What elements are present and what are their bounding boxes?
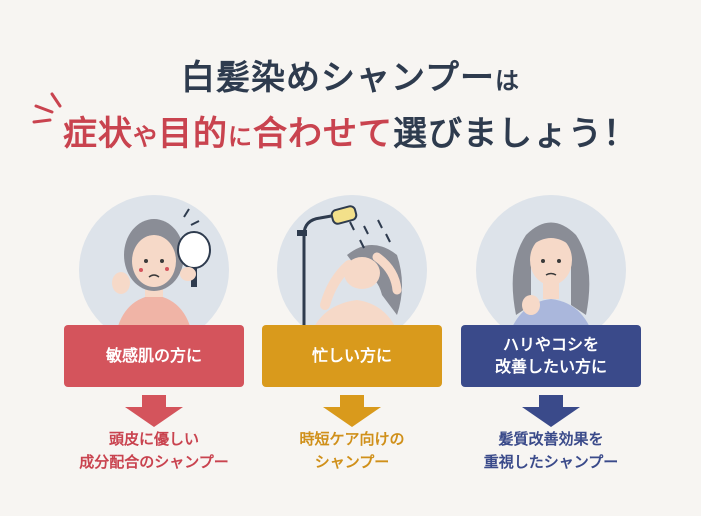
caption-line: 髪質改善効果を [498,430,604,448]
label-elasticity: ハリやコシを 改善したい方に [461,325,641,387]
headline-symptom: 症状 [63,114,133,154]
caption-line: 重視したシャンプー [483,453,619,471]
label-line: 敏感肌の方に [105,346,202,365]
illustration-woman-mirror [79,195,229,345]
column-sensitive-skin: 敏感肌の方に 頭皮に優しい 成分配合のシャンプー [64,195,244,495]
headline-line-1: 白髪染めシャンプーは [0,50,701,99]
label-line: 忙しい方に [311,346,392,365]
headline-main: 白髪染めシャンプー [181,58,495,98]
headline-match: 合わせて [253,114,393,154]
column-busy: 忙しい方に 時短ケア向けの シャンプー [262,195,442,495]
down-arrow-icon [522,395,580,427]
headline-choose: 選びましょう！ [393,114,638,154]
label-line: 改善したい方に [494,357,607,376]
spark-lines-icon [32,92,62,124]
label-sensitive-skin: 敏感肌の方に [64,325,244,387]
mirror-icon [177,231,211,287]
label-line: ハリやコシを [502,335,599,354]
headline-ni: に [228,123,253,151]
headline-ya: や [133,123,158,151]
caption-line: 頭皮に優しい [108,430,199,448]
caption-line: 成分配合のシャンプー [79,453,229,471]
shower-icon [297,205,358,325]
caption-elasticity: 髪質改善効果を 重視したシャンプー [451,428,651,474]
headline-line-2: 症状や目的に合わせて選びましょう！ [0,106,701,155]
caption-line: 時短ケア向けの [299,430,405,448]
column-elasticity: ハリやコシを 改善したい方に 髪質改善効果を 重視したシャンプー [461,195,641,495]
caption-busy: 時短ケア向けの シャンプー [252,428,452,474]
headline-purpose: 目的 [158,114,228,154]
down-arrow-icon [323,395,381,427]
down-arrow-icon [125,395,183,427]
water-drops-icon [349,219,391,249]
label-busy: 忙しい方に [262,325,442,387]
caption-line: シャンプー [314,453,390,471]
caption-sensitive-skin: 頭皮に優しい 成分配合のシャンプー [54,428,254,474]
illustration-woman-hair [476,195,626,345]
headline-particle: は [494,67,520,95]
